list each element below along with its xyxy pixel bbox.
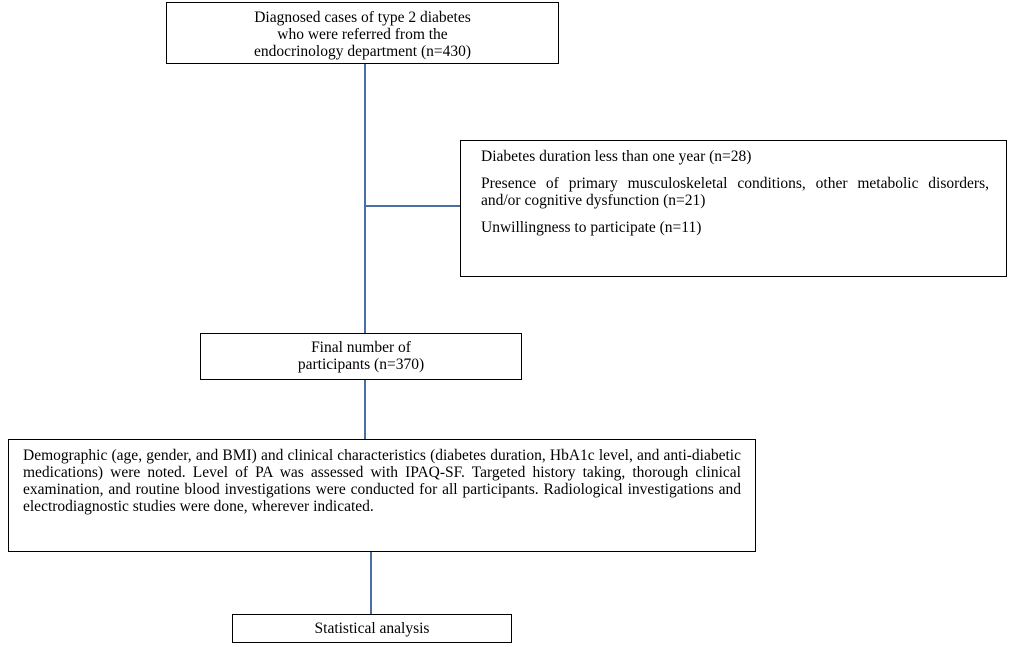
final-line-1: Final number of — [311, 339, 411, 356]
statistical-analysis-label: Statistical analysis — [314, 620, 430, 637]
final-line-2: participants (n=370) — [297, 356, 425, 373]
exclusion-duration: Diabetes duration less than one year (n=… — [481, 148, 752, 165]
diagnosed-cases-box: Diagnosed cases of type 2 diabetes who w… — [166, 2, 559, 64]
connector-final-to-methods — [364, 380, 366, 439]
methods-text: Demographic (age, gender, and BMI) and c… — [23, 447, 741, 515]
connector-exclusion-branch — [365, 205, 460, 207]
exclusion-conditions: Presence of primary musculoskeletal cond… — [481, 175, 989, 209]
statistical-analysis-box: Statistical analysis — [232, 614, 512, 643]
exclusion-unwilling: Unwillingness to participate (n=11) — [481, 219, 702, 236]
diagnosed-line-1: Diagnosed cases of type 2 diabetes — [254, 9, 471, 26]
final-participants-box: Final number of participants (n=370) — [200, 333, 522, 380]
connector-methods-to-statistics — [370, 552, 372, 614]
diagnosed-line-3: endocrinology department (n=430) — [253, 43, 472, 60]
connector-diagnosed-to-final — [364, 64, 366, 333]
methods-box: Demographic (age, gender, and BMI) and c… — [8, 439, 756, 552]
diagnosed-line-2: who were referred from the — [277, 26, 448, 43]
exclusion-criteria-box: Diabetes duration less than one year (n=… — [460, 140, 1007, 277]
